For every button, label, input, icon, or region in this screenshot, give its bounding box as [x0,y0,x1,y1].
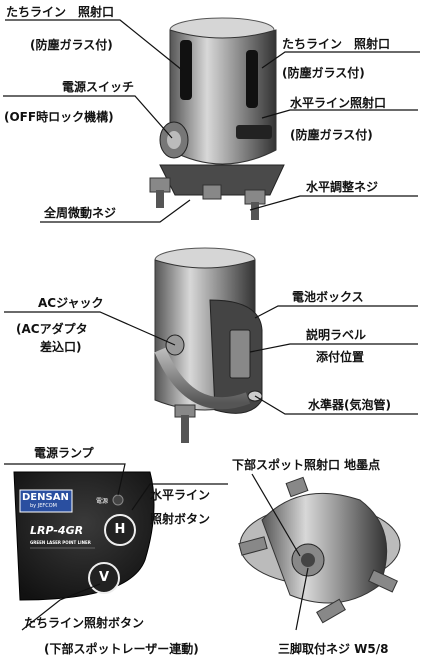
control-panel [13,471,155,601]
leader-lines-bottom [251,473,309,631]
leader-lines-panel [4,463,228,631]
panel-tagline: GREEN LASER POINT LINER [30,540,91,545]
panel-model: LRP-4GR [30,524,84,537]
label-h-button-2: 照射ボタン [150,512,211,526]
leader-lines-top [3,19,420,223]
label-leveling-screw: 水平調整ネジ [306,180,379,194]
label-bottom-spot-link: (下部スポットレーザー連動) [44,642,199,656]
leader-lines-middle [4,305,418,415]
label-power-lamp: 電源ランプ [34,446,94,460]
panel-brand-sub: by JEFCOM [30,503,57,509]
label-dust-glass-horizontal: (防塵ガラス付) [290,128,373,142]
label-h-button-1: 水平ライン [150,488,211,502]
panel-brand: DENSAN [22,492,69,503]
label-ac-jack: ACジャック [38,296,104,310]
laser-device-bottom-view [238,476,401,624]
label-ac-adapter-port: 差込口) [40,340,82,354]
h-button[interactable]: H [114,522,126,537]
label-dust-glass-left: (防塵ガラス付) [30,38,113,52]
label-horizontal-line-port: 水平ライン照射口 [290,96,387,110]
laser-device-side-view [154,247,263,443]
panel-power-text: 電源 [96,498,109,505]
label-battery-box: 電池ボックス [292,290,364,304]
label-instruction-label: 説明ラベル [306,328,367,342]
label-attach-position: 添付位置 [316,350,365,364]
label-bottom-spot: 下部スポット照射口 地墨点 [232,458,381,472]
label-ac-adapter: (ACアダプタ [16,322,88,336]
label-tachi-line-port-right: たちライン 照射口 [282,37,391,51]
v-button[interactable]: V [98,570,110,585]
label-level-vial: 水準器(気泡管) [308,398,391,412]
label-dust-glass-right: (防塵ガラス付) [282,66,365,80]
label-off-lock: (OFF時ロック機構) [4,110,114,124]
label-v-button: たちライン照射ボタン [24,616,145,630]
label-fine-adjust-screw: 全周微動ネジ [44,206,117,220]
laser-device-top-view [149,17,285,220]
label-tachi-line-port-left: たちライン 照射口 [6,5,115,19]
label-power-switch: 電源スイッチ [62,80,135,94]
label-tripod-screw: 三脚取付ネジ W5/8 [278,642,389,656]
